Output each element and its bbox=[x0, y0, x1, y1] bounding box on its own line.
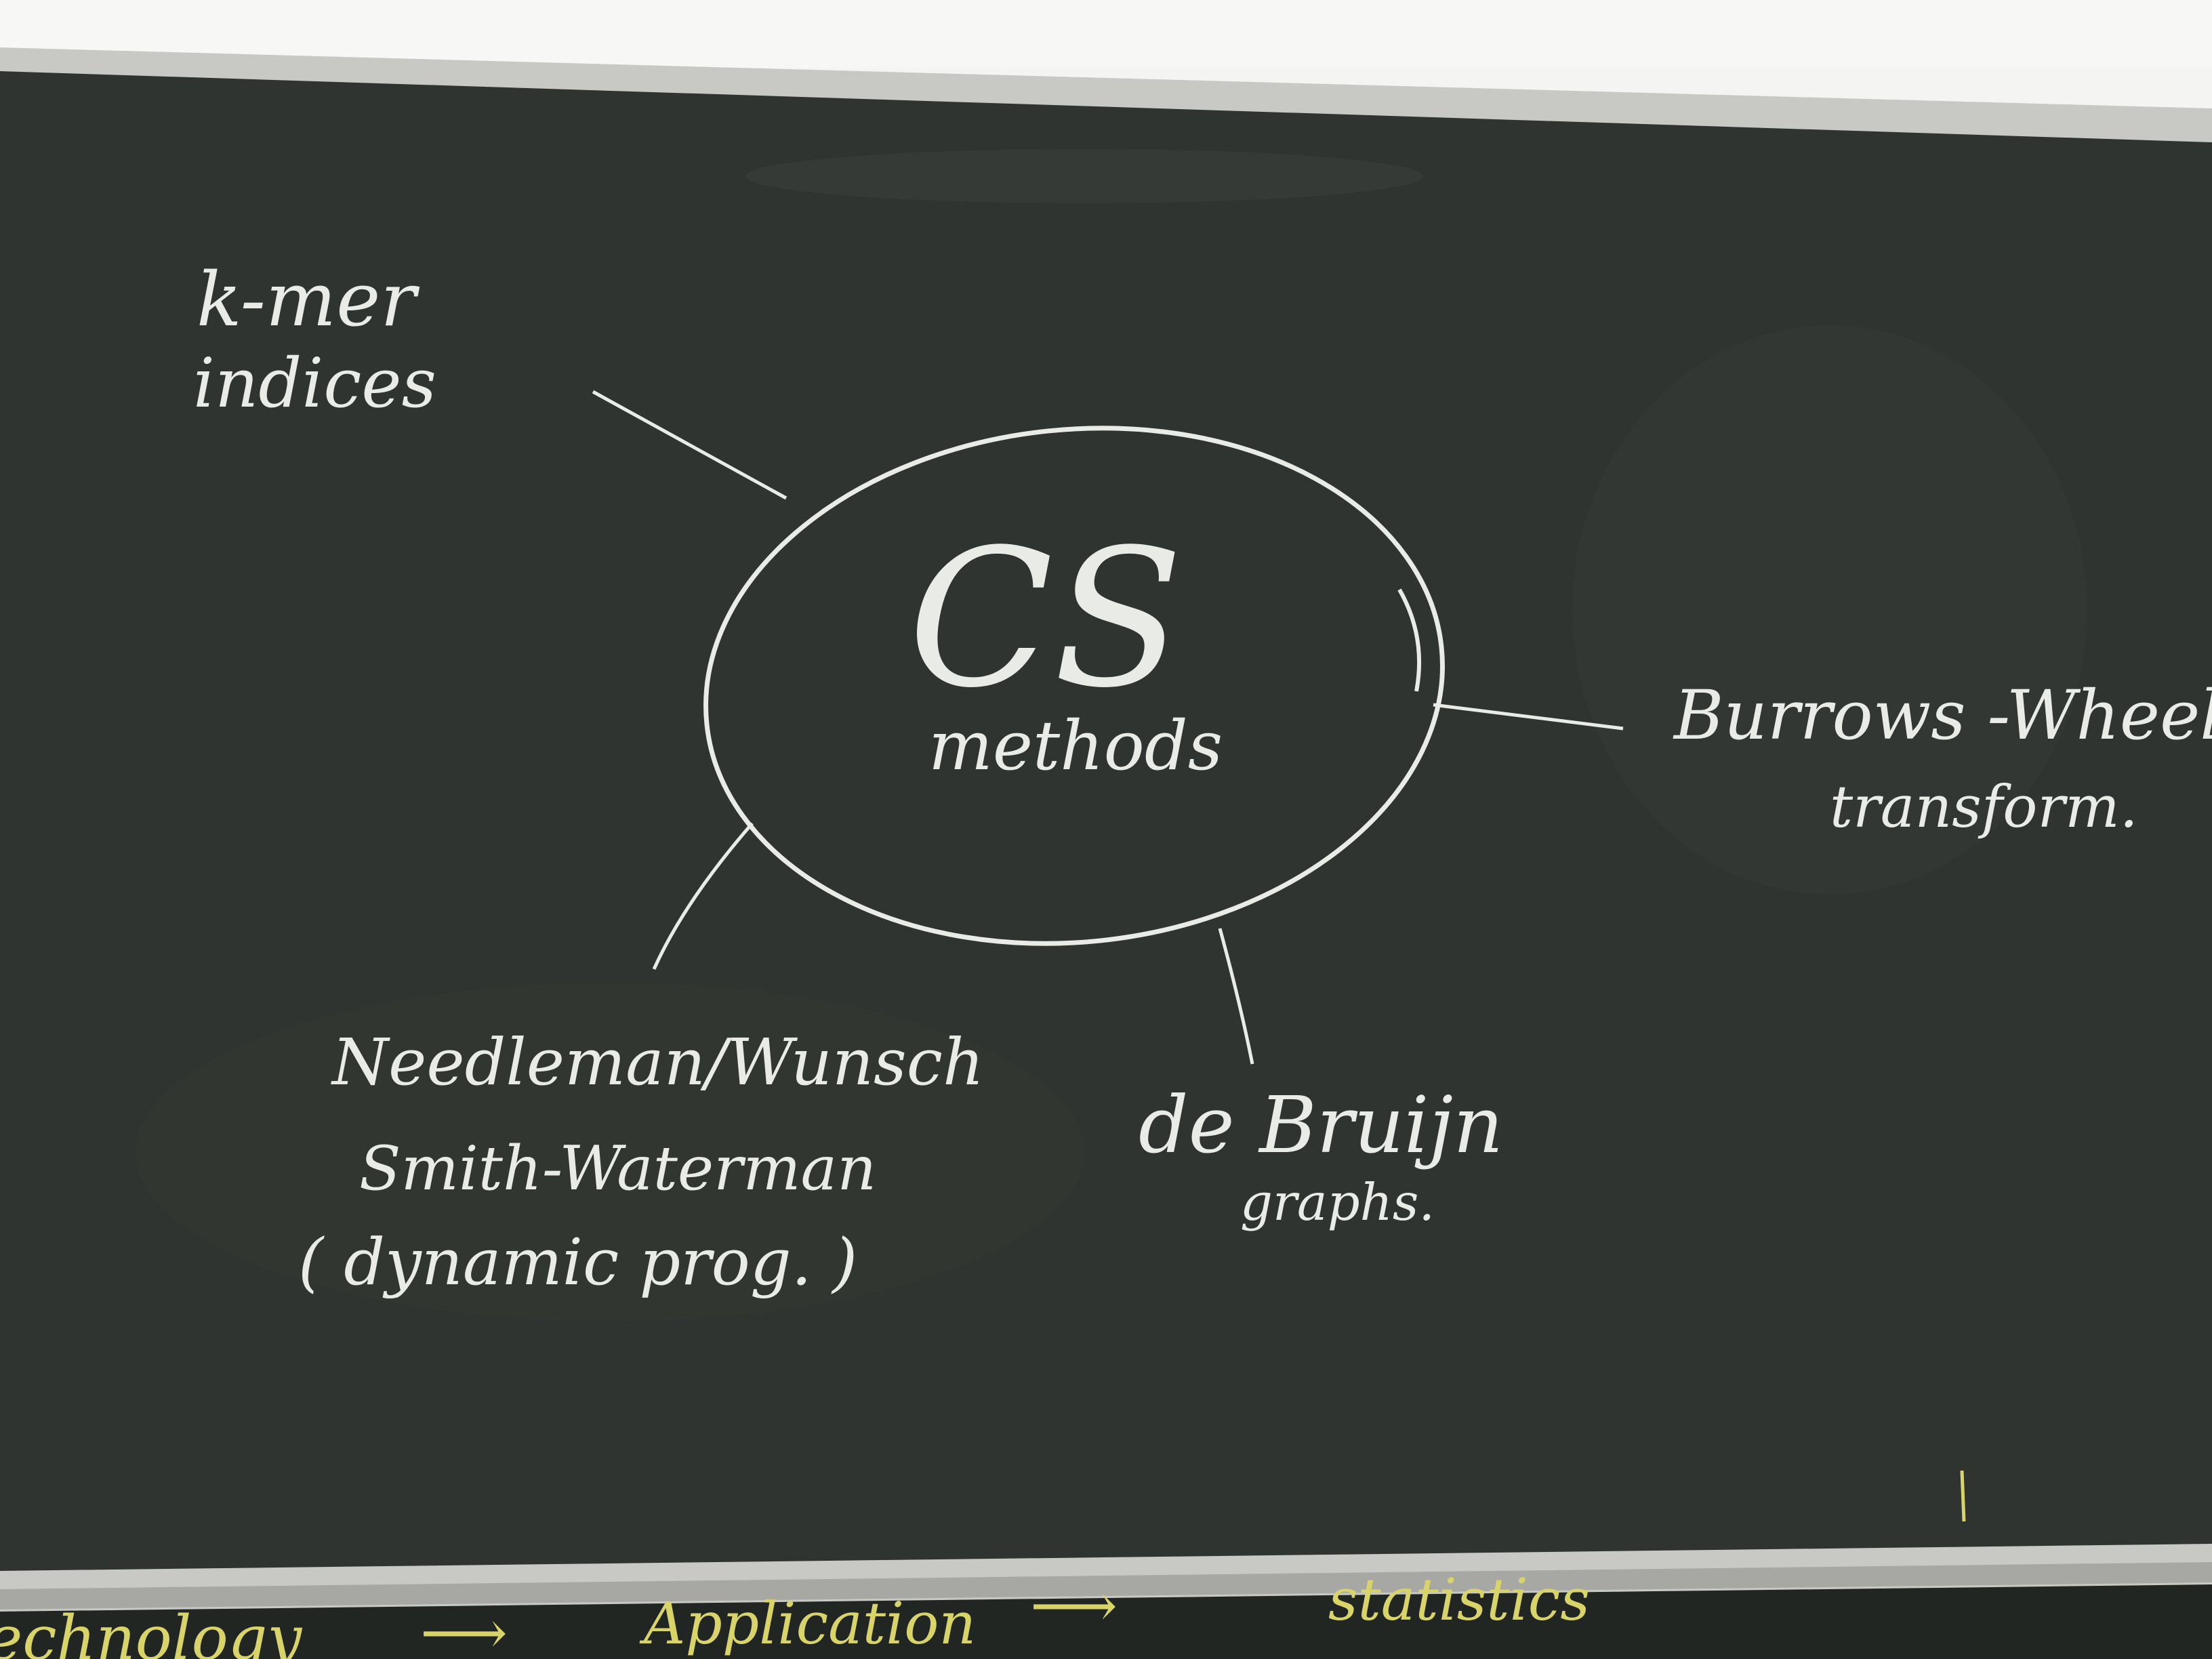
connector-dbg bbox=[1218, 928, 1254, 1065]
lower-text-mid: Application bbox=[639, 1591, 976, 1658]
connector-nw bbox=[652, 822, 754, 970]
board-top-frame bbox=[0, 47, 2212, 146]
bwt-label-line2: transform. bbox=[1830, 774, 2138, 841]
lower-text-right: statistics bbox=[1328, 1567, 1590, 1634]
center-title: CS bbox=[908, 509, 1183, 730]
center-circle bbox=[703, 426, 1445, 946]
bwt-label-line1: Burrows -Wheeler bbox=[1673, 676, 2212, 755]
nw-label-line1: Needleman/Wunsch bbox=[331, 1025, 984, 1100]
lower-text-left: echnology bbox=[0, 1603, 302, 1659]
dbg-label-line1: de Bruijn bbox=[1139, 1080, 1503, 1171]
nw-label-line3: ( dynamic prog. ) bbox=[298, 1225, 857, 1300]
kmer-label-line1: k-mer bbox=[197, 256, 420, 343]
lower-arrow-1: ⟶ bbox=[420, 1597, 508, 1659]
dbg-label-line2: graphs. bbox=[1240, 1172, 1435, 1232]
nw-label-line2: Smith-Waterman bbox=[359, 1133, 876, 1204]
kmer-label-line2: indices bbox=[193, 344, 436, 423]
center-subtitle: methods bbox=[928, 706, 1223, 785]
connector-bwt bbox=[1433, 703, 1624, 731]
lower-board bbox=[0, 1584, 2212, 1659]
connector-kmer bbox=[592, 390, 787, 500]
lower-arrow-2: ⟶ bbox=[1030, 1570, 1118, 1641]
